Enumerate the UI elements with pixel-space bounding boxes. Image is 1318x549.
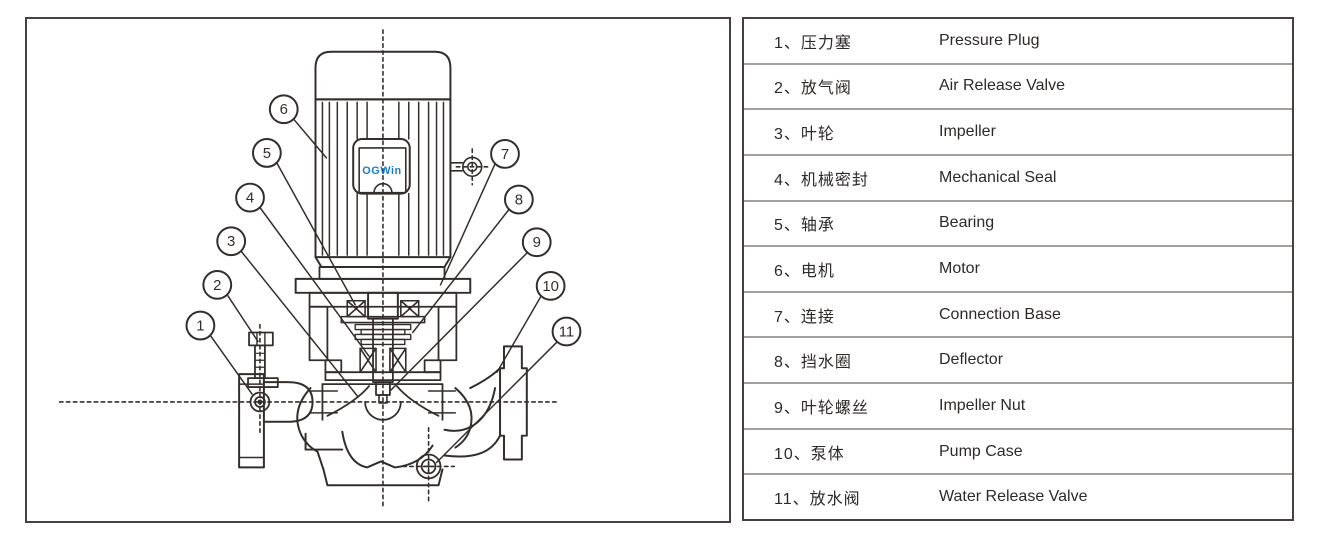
motor-body <box>314 98 452 259</box>
part-en-label: Impeller Nut <box>939 396 1026 414</box>
svg-text:10: 10 <box>542 279 559 295</box>
svg-text:4: 4 <box>246 191 254 207</box>
table-row: 9、叶轮螺丝 Impeller Nut <box>744 382 1292 428</box>
part-en-label: Pump Case <box>939 442 1023 460</box>
part-en-label: Motor <box>939 260 980 278</box>
motor-fins <box>321 101 445 256</box>
part-en-label: Bearing <box>939 214 995 232</box>
table-row: 3、叶轮 Impeller <box>744 108 1292 154</box>
table-row: 1、压力塞 Pressure Plug <box>744 19 1292 63</box>
callout-5: 5 <box>252 138 282 168</box>
svg-text:11: 11 <box>559 324 574 340</box>
motor: OGWin <box>314 50 483 269</box>
table-row: 6、电机 Motor <box>744 245 1292 291</box>
pump-casing <box>296 367 502 487</box>
table-row: 2、放气阀 Air Release Valve <box>744 62 1292 109</box>
callout-11: 11 <box>551 316 582 347</box>
part-cn-label: 4、机械密封 <box>774 171 869 189</box>
part-cn-label: 8、挡水圈 <box>774 354 852 372</box>
part-cn-label: 10、泵体 <box>774 445 845 463</box>
svg-text:8: 8 <box>515 193 523 209</box>
parts-table: 1、压力塞 Pressure Plug 2、放气阀 Air Release Va… <box>742 17 1294 521</box>
callout-3: 3 <box>216 226 247 257</box>
callout-2: 2 <box>202 270 233 300</box>
svg-text:5: 5 <box>263 146 271 162</box>
callout-9: 9 <box>521 227 552 258</box>
air-release-valve <box>247 331 279 388</box>
part-cn-label: 3、叶轮 <box>774 126 835 144</box>
part-en-label: Connection Base <box>939 305 1061 323</box>
table-row: 5、轴承 Bearing <box>744 199 1292 246</box>
part-cn-label: 5、轴承 <box>774 217 835 235</box>
table-row: 4、机械密封 Mechanical Seal <box>744 153 1292 200</box>
leader-lines <box>209 118 558 464</box>
centerlines <box>58 29 560 509</box>
pressure-plug <box>249 391 271 413</box>
part-en-label: Pressure Plug <box>939 31 1040 49</box>
bearing <box>340 299 426 324</box>
part-cn-label: 1、压力塞 <box>774 34 852 52</box>
part-cn-label: 9、叶轮螺丝 <box>774 399 869 417</box>
part-cn-label: 2、放气阀 <box>774 80 852 98</box>
callout-10: 10 <box>535 270 566 301</box>
left-flange <box>238 373 314 469</box>
callout-1: 1 <box>185 310 216 341</box>
casing-base <box>322 468 444 487</box>
callout-8: 8 <box>503 184 534 215</box>
motor-cap <box>314 50 452 101</box>
part-en-label: Water Release Valve <box>939 488 1088 506</box>
shaft <box>367 291 399 404</box>
part-cn-label: 7、连接 <box>774 308 835 326</box>
table-row: 8、挡水圈 Deflector <box>744 336 1292 382</box>
callout-4: 4 <box>235 182 265 213</box>
svg-text:7: 7 <box>501 147 509 163</box>
deflector <box>354 323 412 346</box>
svg-text:2: 2 <box>213 278 221 294</box>
part-en-label: Mechanical Seal <box>939 168 1057 186</box>
svg-text:3: 3 <box>227 234 235 250</box>
nameplate: OGWin <box>352 138 411 195</box>
water-release-valve <box>415 453 442 480</box>
callout-6: 6 <box>268 94 299 125</box>
svg-text:6: 6 <box>280 102 288 118</box>
table-row: 10、泵体 Pump Case <box>744 427 1292 474</box>
impeller <box>309 383 457 421</box>
part-en-label: Deflector <box>939 351 1004 369</box>
svg-text:1: 1 <box>196 319 204 335</box>
pump-diagram-panel: OGWin <box>25 17 731 523</box>
pump-diagram: OGWin <box>58 29 582 509</box>
right-flange <box>499 345 528 461</box>
part-en-label: Impeller <box>939 123 996 141</box>
motor-side-bolt-icon <box>449 156 483 178</box>
brand-logo: OGWin <box>362 165 401 177</box>
callout-7: 7 <box>490 139 520 169</box>
part-cn-label: 6、电机 <box>774 263 835 281</box>
table-row: 11、放水阀 Water Release Valve <box>744 473 1292 519</box>
table-row: 7、连接 Connection Base <box>744 290 1292 337</box>
part-cn-label: 11、放水阀 <box>774 491 861 509</box>
svg-text:9: 9 <box>533 235 541 251</box>
part-en-label: Air Release Valve <box>939 77 1065 95</box>
